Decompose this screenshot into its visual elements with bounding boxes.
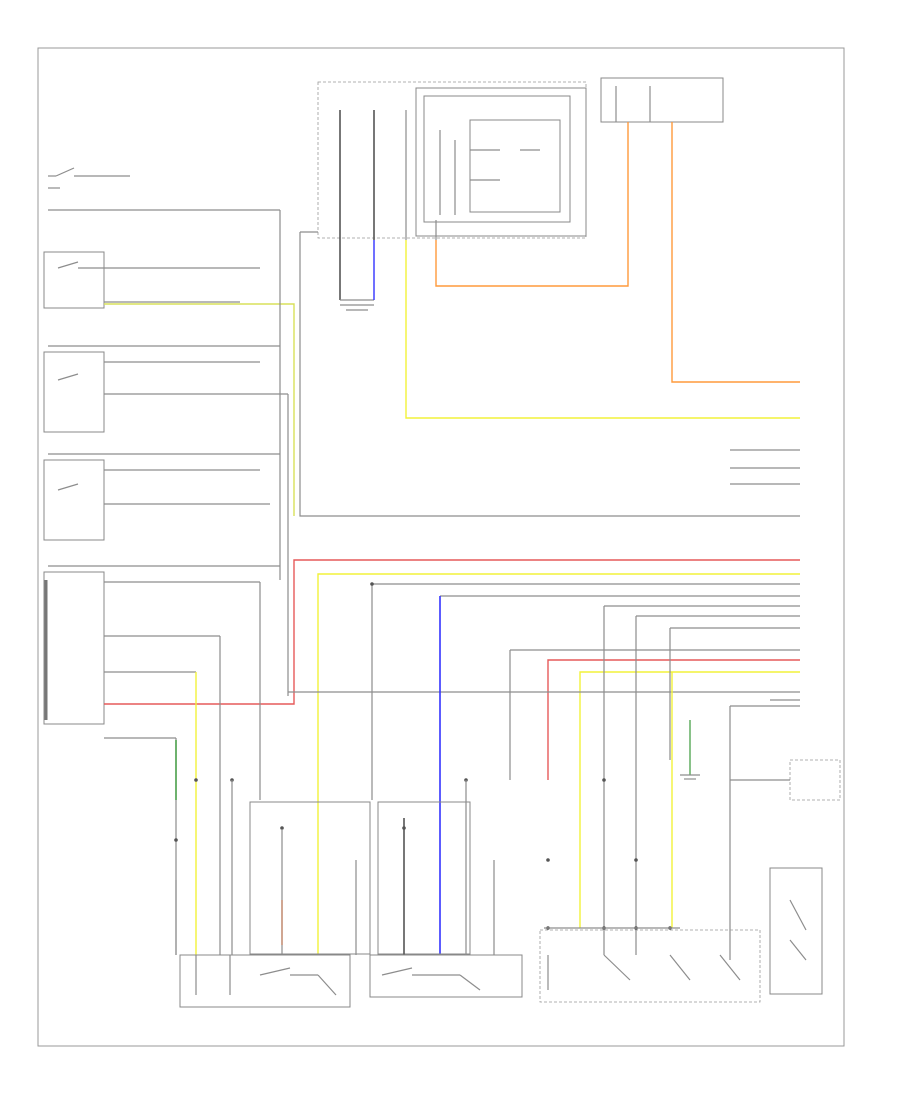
wire-red-2	[547, 659, 800, 780]
diagram-frame	[37, 47, 845, 1047]
wire-yellow-4	[317, 573, 800, 780]
bottom-module-2	[377, 801, 471, 955]
top-right-module	[600, 77, 724, 123]
left-switch-1	[48, 167, 130, 189]
ground-right	[680, 720, 700, 780]
wire-orange-2	[671, 122, 800, 383]
wire-red-1	[104, 559, 800, 705]
junction-dots	[174, 582, 672, 930]
bottom-switch-box-3	[539, 929, 761, 1003]
right-sensor	[769, 867, 823, 995]
ground-center	[339, 240, 374, 311]
wire-yellow-2	[104, 303, 295, 516]
left-switch-4	[43, 459, 270, 541]
connector-stubs	[175, 780, 680, 955]
left-switch-2	[43, 251, 260, 309]
bottom-switch-box-1	[179, 954, 351, 1008]
left-switch-3	[43, 351, 289, 696]
wire-yellow-1	[405, 240, 800, 419]
right-terminals	[730, 449, 800, 701]
wire-orange-1	[435, 122, 629, 287]
bottom-module-1	[249, 801, 371, 955]
wire-yellow-5	[579, 671, 800, 780]
right-small-module	[730, 759, 841, 801]
top-center-module	[317, 81, 587, 239]
bottom-switch-box-2	[369, 954, 523, 998]
left-switch-5	[43, 571, 260, 739]
